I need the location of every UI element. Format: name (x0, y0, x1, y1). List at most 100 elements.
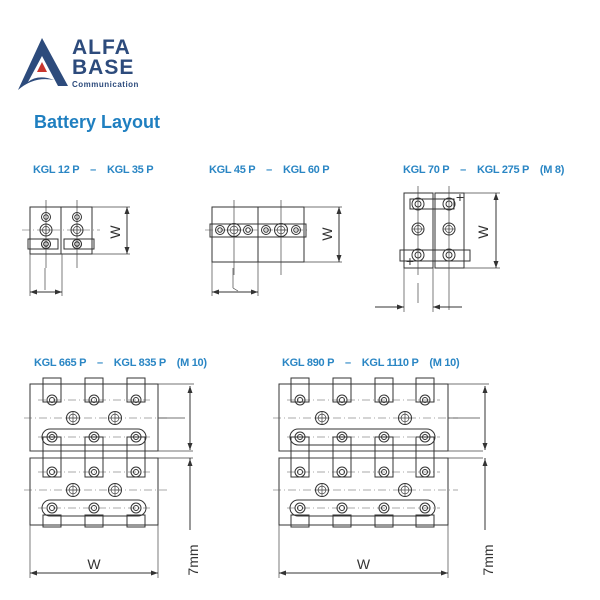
dimension-w: W (357, 556, 371, 572)
arrow-head (187, 443, 193, 450)
terminal-hole (414, 251, 422, 259)
terminal-hole (422, 434, 428, 440)
arrow-head (397, 304, 404, 310)
arrow-head (336, 255, 342, 262)
terminal-bolt (294, 466, 306, 478)
terminal-lug (126, 514, 146, 528)
connector-strap (409, 198, 455, 210)
terminal-hole (263, 227, 269, 233)
terminal-hole (74, 214, 80, 220)
outline (403, 192, 434, 269)
terminal-bolt (378, 466, 390, 478)
terminal-bolt (130, 394, 142, 406)
dimension-w: W (87, 556, 101, 572)
terminal-hole (133, 505, 139, 511)
terminal-hole (49, 505, 55, 511)
arrow-head (124, 247, 130, 254)
inter-row-connector (290, 436, 310, 478)
terminal-hole (49, 434, 55, 440)
terminal-bolt (419, 431, 431, 443)
terminal-bolt (336, 502, 348, 514)
terminal-bolt (130, 466, 142, 478)
dimension-7mm: 7mm (185, 544, 201, 575)
diagram-label-kgl12-35: KGL 12 P – KGL 35 P (33, 164, 154, 176)
terminal-bolt (336, 466, 348, 478)
logo-mark-icon (18, 38, 68, 90)
terminal-hole (445, 200, 453, 208)
terminal-hole (414, 200, 422, 208)
arrow-head (493, 193, 499, 200)
plus-sign: + (456, 189, 464, 205)
terminal-hole (381, 434, 387, 440)
diagram-label-kgl665-835: KGL 665 P – KGL 835 P (M 10) (34, 357, 207, 369)
terminal-lug (42, 377, 62, 403)
terminal-bolt (72, 212, 82, 222)
terminal-bolt (88, 466, 100, 478)
terminal-bolt (419, 502, 431, 514)
dimension-w: W (475, 225, 491, 239)
arrow-head (482, 386, 488, 393)
terminal-hole (339, 469, 345, 475)
terminal-hole (339, 397, 345, 403)
inter-row-connector (126, 436, 146, 478)
inter-row-connector (374, 436, 394, 478)
terminal-bolt (41, 212, 51, 222)
terminal-lug (126, 377, 146, 403)
terminal-lug (84, 377, 104, 403)
dimension-7mm: 7mm (480, 544, 496, 575)
terminal-bolt (215, 225, 225, 235)
terminal-hole (445, 251, 453, 259)
arrow-head (279, 570, 286, 576)
arrow-head (30, 570, 37, 576)
terminal-bolt (243, 225, 253, 235)
terminal-bolt (411, 197, 425, 211)
terminal-bolt (336, 431, 348, 443)
terminal-bolt (411, 248, 425, 262)
inter-row-connector (42, 436, 62, 478)
terminal-hole (293, 227, 299, 233)
terminal-hole (91, 505, 97, 511)
terminal-hole (133, 397, 139, 403)
terminal-lug (290, 377, 310, 403)
terminal-hole (43, 241, 49, 247)
terminal-bolt (294, 502, 306, 514)
arrow-head (187, 386, 193, 393)
terminal-lug (332, 514, 352, 528)
terminal-bolt (46, 502, 58, 514)
connector-bar (289, 428, 436, 446)
terminal-bolt (72, 239, 82, 249)
terminal-lug (374, 377, 394, 403)
terminal-bolt (130, 431, 142, 443)
terminal-bolt (46, 466, 58, 478)
terminal-hole (422, 469, 428, 475)
connector-strap (27, 238, 59, 250)
alfa-base-logo: ALFA BASE Communication (14, 36, 154, 92)
terminal-bolt (88, 431, 100, 443)
terminal-bolt (261, 225, 271, 235)
terminal-lug (42, 514, 62, 528)
diagram-kgl665-835: W 7mm (24, 377, 201, 578)
terminal-hole (381, 397, 387, 403)
arrow-head (251, 289, 258, 295)
terminal-hole (381, 469, 387, 475)
terminal-hole (49, 469, 55, 475)
terminal-hole (74, 241, 80, 247)
terminal-bolt (378, 394, 390, 406)
terminal-hole (381, 505, 387, 511)
terminal-hole (422, 505, 428, 511)
terminal-lug (84, 514, 104, 528)
terminal-bolt (419, 394, 431, 406)
arrow-head (433, 304, 440, 310)
terminal-hole (422, 397, 428, 403)
diagram-kgl45-60: W (205, 200, 342, 296)
diagram-label-kgl45-60: KGL 45 P – KGL 60 P (209, 164, 330, 176)
terminal-lug (415, 514, 435, 528)
arrow-head (336, 207, 342, 214)
dimension-w: W (107, 225, 123, 239)
terminal-lug (374, 514, 394, 528)
terminal-hole (297, 397, 303, 403)
terminal-bolt (291, 225, 301, 235)
terminal-hole (297, 469, 303, 475)
connector-bar (289, 499, 436, 517)
